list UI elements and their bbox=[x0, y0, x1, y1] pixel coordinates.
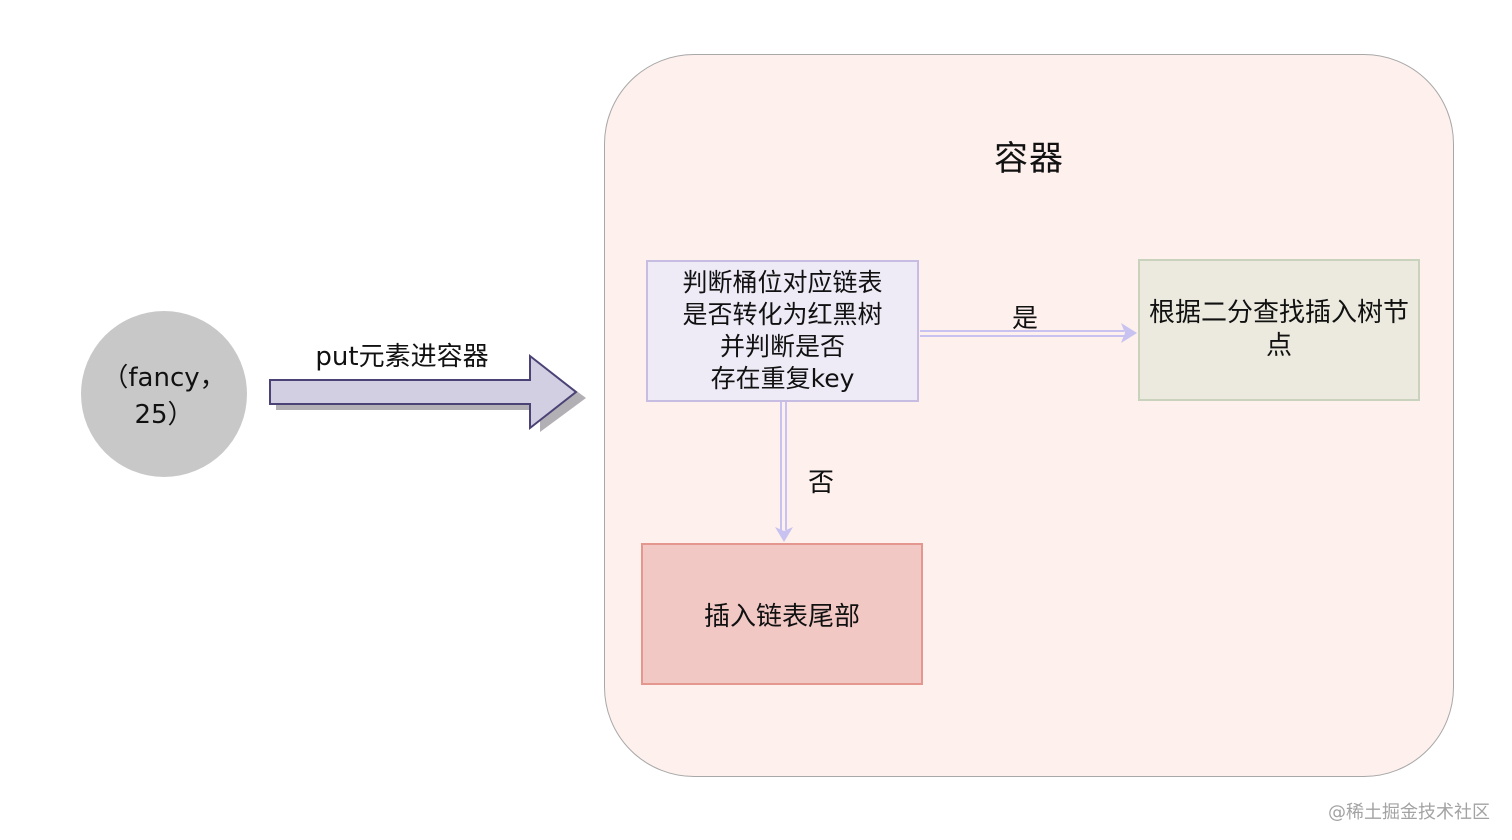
input-arrow-label: put元素进容器 bbox=[315, 342, 489, 372]
input-circle-node: （fancy，25） bbox=[81, 311, 247, 477]
list-node-label: 插入链表尾部 bbox=[703, 601, 860, 632]
decision-node: 判断桶位对应链表 是否转化为红黑树 并判断是否 存在重复key bbox=[646, 260, 919, 402]
decision-line-3: 并判断是否 bbox=[719, 332, 845, 361]
no-label: 否 bbox=[808, 468, 835, 498]
input-arrow-icon bbox=[269, 353, 586, 432]
decision-text: 判断桶位对应链表 是否转化为红黑树 并判断是否 存在重复key bbox=[682, 267, 882, 395]
decision-line-4: 存在重复key bbox=[710, 364, 855, 393]
decision-line-2: 是否转化为红黑树 bbox=[682, 300, 883, 329]
input-node-label: （fancy，25） bbox=[102, 363, 226, 430]
decision-line-1: 判断桶位对应链表 bbox=[682, 268, 883, 297]
yes-label: 是 bbox=[1012, 304, 1039, 334]
list-tail-node: 插入链表尾部 bbox=[641, 543, 923, 685]
watermark-text: @稀土掘金技术社区 bbox=[1328, 802, 1490, 823]
tree-node-label: 根据二分查找插入树节点 bbox=[1148, 298, 1409, 361]
tree-insert-node: 根据二分查找插入树节点 bbox=[1138, 259, 1420, 401]
container-title: 容器 bbox=[994, 139, 1064, 179]
